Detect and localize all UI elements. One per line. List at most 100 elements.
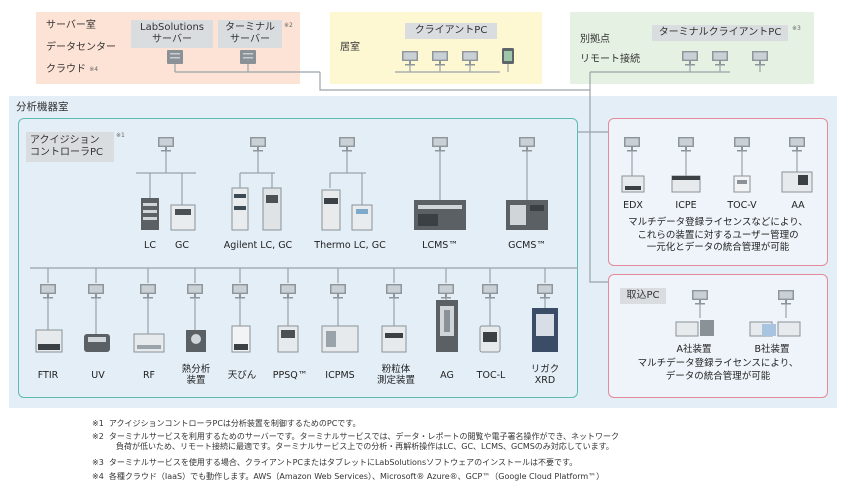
terminal-server-icon	[240, 50, 256, 64]
thermal-analyzer-icon	[186, 330, 206, 352]
acquisition-pc-icon	[519, 137, 535, 152]
import-pc-icon	[778, 290, 794, 305]
ag-icon	[436, 300, 458, 352]
company-a-instrument-icon	[675, 320, 714, 337]
lc-instrument-icon	[141, 198, 159, 230]
instrument-label-icpe: ICPE	[675, 200, 697, 211]
office-label: 居室	[340, 42, 360, 53]
lcms-instrument-icon	[414, 200, 466, 230]
acquisition-pc-icon	[250, 137, 266, 152]
acquisition-pc-icon	[438, 284, 454, 299]
footnote-1: ※1 アクイジションコントローラPCは分析装置を制御するためのPCです。	[92, 419, 361, 428]
footnote-2: ※2 ターミナルサービスを利用するためのサーバーです。ターミナルサービスでは、デ…	[92, 432, 619, 441]
acquisition-pc-icon	[40, 284, 56, 299]
acquisition-pc-icon	[88, 284, 104, 299]
footnote-4: ※4 各種クラウド（IaaS）でも動作します。AWS（Amazon Web Se…	[92, 472, 605, 481]
instrument-label-icpms: ICPMS	[325, 370, 355, 381]
instrument-label-ag: AG	[440, 370, 454, 381]
gc-instrument-icon	[170, 204, 196, 231]
terminal-client-pc-icon	[682, 51, 698, 66]
edx-icon	[621, 175, 645, 193]
toc-l-icon	[479, 325, 501, 353]
instrument-label-thermo: Thermo LC, GC	[314, 240, 386, 251]
acquisition-pc-icon	[386, 284, 402, 299]
labsolutions-server-icon	[167, 50, 183, 64]
toc-v-icon	[733, 175, 751, 193]
instrument-label-lcms: LCMS™	[422, 240, 458, 251]
client-pc-label: クライアントPC	[405, 23, 497, 39]
acquisition-pc-icon	[280, 284, 296, 299]
acquisition-pc-icon	[734, 137, 750, 152]
instrument-label-ftir: FTIR	[37, 370, 59, 381]
acquisition-pc-icon	[482, 284, 498, 299]
instrument-label-rf: RF	[142, 370, 156, 381]
instrument-label-xrd: リガク XRD	[530, 364, 560, 386]
cloud-label: クラウド ※4	[46, 64, 99, 75]
aa-icon	[781, 171, 813, 193]
balance-icon	[231, 325, 251, 353]
instrument-label-gc: GC	[175, 240, 189, 251]
footnote-2-cont: 負荷が低いため、リモート接続に最適です。ターミナルサービス上での分析・再解析操作…	[116, 442, 614, 451]
instrument-label-toc-l: TOC-L	[476, 370, 506, 381]
cloud-footnote-mark: ※4	[89, 66, 99, 73]
powder-analyzer-icon	[381, 325, 407, 353]
uv-icon	[84, 334, 110, 352]
tablet-icon	[502, 48, 514, 64]
branch-office-label: 別拠点	[580, 34, 610, 45]
icpe-icon	[671, 175, 701, 193]
acquisition-pc-icon	[432, 137, 448, 152]
acquisition-pc-label: アクイジションコントローラPC	[26, 132, 114, 162]
acquisition-pc-icon	[789, 137, 805, 152]
client-pc-icon	[432, 51, 448, 66]
acquisition-pc-icon	[158, 137, 174, 152]
acquisition-pc-footnote-mark: ※1	[116, 132, 125, 139]
company-b-label: B社装置	[754, 344, 790, 355]
thermo-lc-gc-icon	[321, 189, 373, 231]
acquisition-pc-icon	[678, 137, 694, 152]
instrument-label-ppsq: PPSQ™	[272, 370, 308, 381]
instrument-label-thermal: 熱分析 装置	[181, 364, 211, 386]
acquisition-pc-icon	[187, 284, 203, 299]
icpms-icon	[321, 325, 359, 353]
terminal-client-footnote-mark: ※3	[792, 25, 801, 32]
gcms-instrument-icon	[506, 200, 548, 230]
acquisition-pc-icon	[537, 284, 553, 299]
instrument-label-toc-v: TOC-V	[727, 200, 757, 211]
acquisition-pc-icon	[140, 284, 156, 299]
company-a-label: A社装置	[676, 344, 712, 355]
acquisition-pc-icon	[232, 284, 248, 299]
rigaku-xrd-icon	[532, 308, 558, 352]
instrument-label-edx: EDX	[623, 200, 643, 211]
ppsq-icon	[277, 325, 299, 353]
import-pc-label: 取込PC	[620, 288, 666, 304]
terminal-client-pc-icon	[752, 51, 768, 66]
acquisition-pc-icon	[339, 137, 355, 152]
client-pc-icon	[402, 51, 418, 66]
instrument-label-balance: 天びん	[227, 370, 257, 381]
data-center-label: データセンター	[46, 42, 116, 53]
acquisition-area	[18, 118, 578, 398]
acquisition-pc-icon	[624, 137, 640, 152]
terminal-client-pc-label: ターミナルクライアントPC	[652, 25, 788, 41]
terminal-server-footnote-mark: ※2	[284, 22, 293, 29]
import-caption: マルチデータ登録ライセンスにより、 データの統合管理が可能	[637, 358, 799, 382]
server-room-label: サーバー室	[46, 20, 96, 31]
remote-connection-label: リモート接続	[580, 54, 640, 65]
terminal-server-label: ターミナルサーバー	[218, 20, 282, 48]
company-b-instrument-icon	[749, 321, 801, 337]
ftir-icon	[35, 329, 63, 353]
acquisition-pc-icon	[330, 284, 346, 299]
instrument-label-gcms: GCMS™	[508, 240, 546, 251]
multi-license-caption: マルチデータ登録ライセンスなどにより、 これらの装置に対するユーザー管理の 一元…	[628, 217, 808, 253]
analysis-room-title: 分析機器室	[16, 101, 69, 113]
instrument-label-agilent: Agilent LC, GC	[223, 240, 293, 251]
instrument-label-lc: LC	[144, 240, 156, 251]
footnote-3: ※3 ターミナルサービスを使用する場合、クライアントPCまたはタブレットにLab…	[92, 458, 578, 467]
rf-icon	[133, 333, 165, 353]
terminal-client-pc-icon	[712, 51, 728, 66]
instrument-label-aa: AA	[791, 200, 805, 211]
instrument-label-powder: 粉粒体 測定装置	[376, 364, 416, 386]
import-pc-icon	[692, 290, 708, 305]
